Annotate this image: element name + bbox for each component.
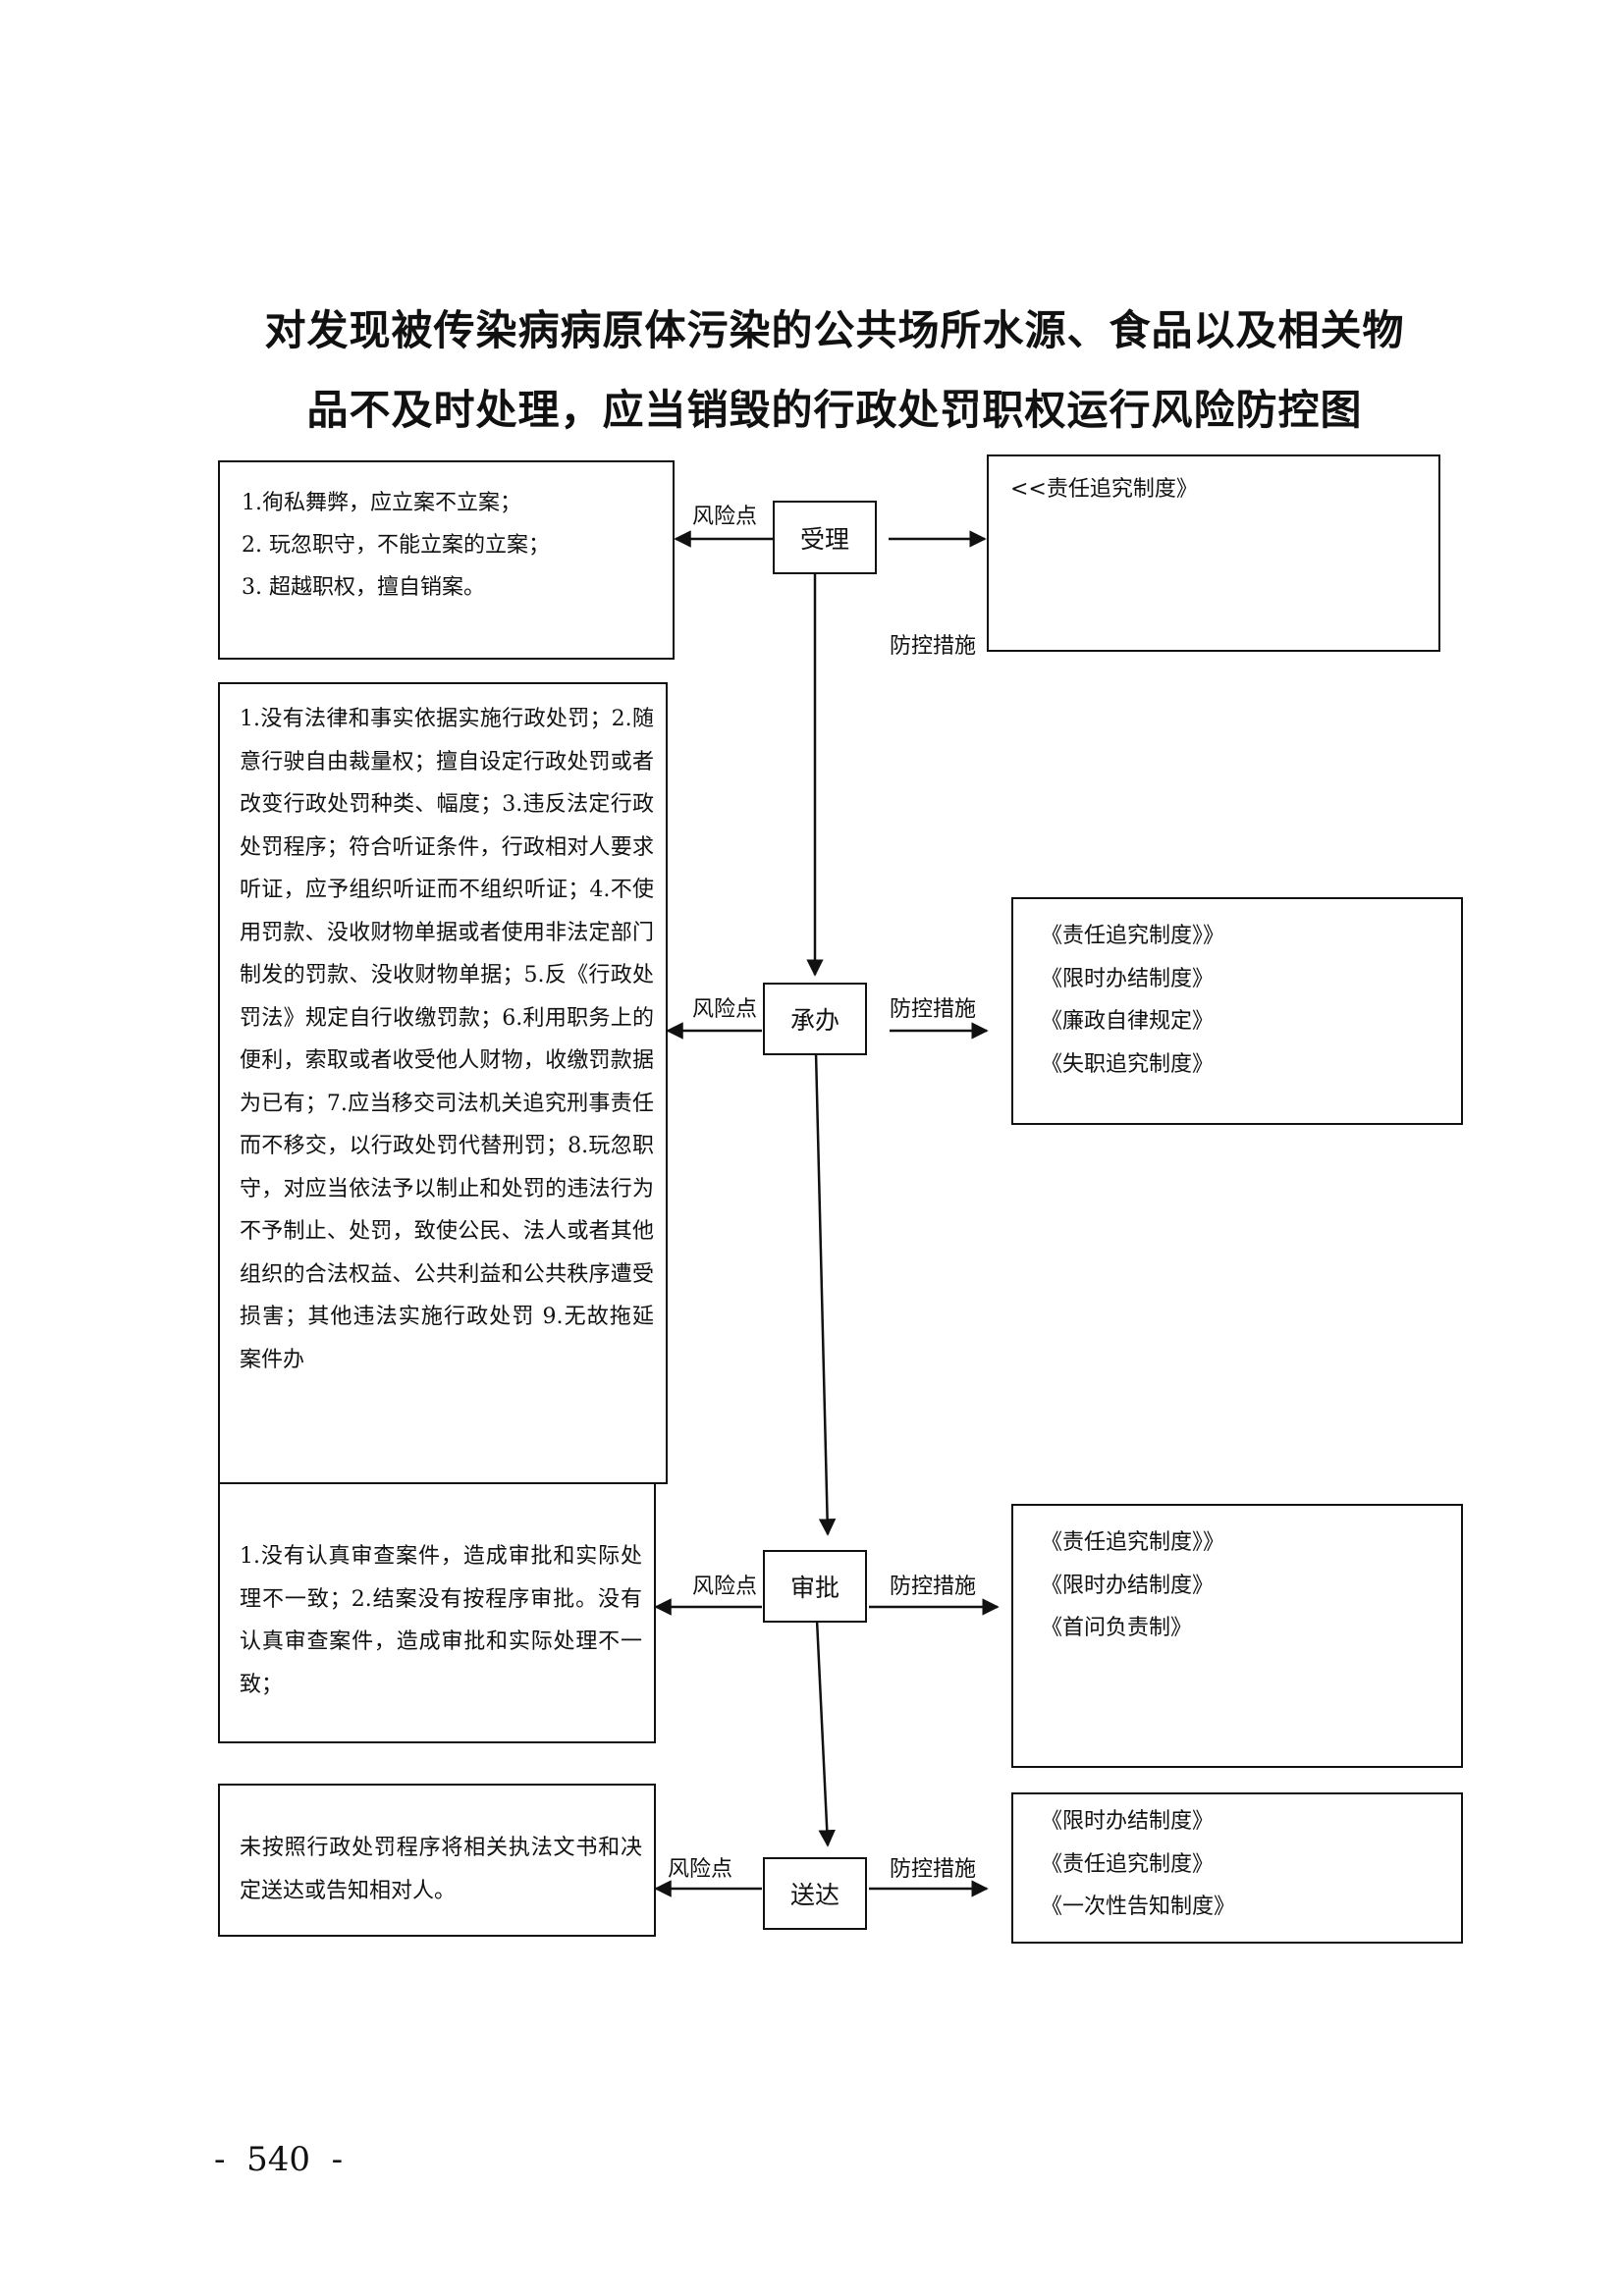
flow-arrow-3 [814,1598,836,1847]
risk-1-item-3: 3. 超越职权，擅自销案。 [242,575,485,600]
risk-point-label-3: 风险点 [692,1575,758,1599]
control-measure-label-1: 防控措施 [890,634,977,659]
risk-1-item-1: 1.徇私舞弊，应立案不立案； [242,491,521,515]
step-handling: 承办 [763,983,867,1055]
flow-arrow-2 [814,1051,837,1536]
risk-1-item-2: 2. 玩忽职守，不能立案的立案； [242,533,550,558]
risk-box-3: 1.没有认真审查案件，造成审批和实际处理不一致；2.结案没有按程序审批。没有认真… [218,1482,656,1743]
risk-point-label-4: 风险点 [668,1857,733,1882]
measure-3-item-1: 《责任追究制度》》 [1041,1530,1225,1555]
risk-box-4: 未按照行政处罚程序将相关执法文书和决定送达或告知相对人。 [218,1784,656,1937]
measure-2-item-1: 《责任追究制度》》 [1041,924,1225,948]
risk-point-label-2: 风险点 [692,997,758,1022]
measure-3-item-3: 《首问负责制》 [1041,1616,1193,1640]
diagram-title-line-1: 对发现被传染病病原体污染的公共场所水源、食品以及相关物 [264,306,1405,354]
control-measure-label-3: 防控措施 [890,1575,977,1599]
measure-box-2: 《责任追究制度》》 《限时办结制度》 《廉政自律规定》 《失职追究制度》 [1011,897,1463,1125]
measure-box-1: <<责任追究制度》 [987,454,1440,652]
risk-2-text: 1.没有法律和事实依据实施行政处罚；2.随意行驶自由裁量权；擅自设定行政处罚或者… [240,707,654,1372]
step-acceptance: 受理 [773,501,877,574]
measure-4-item-2: 《责任追究制度》 [1041,1851,1215,1877]
measure-4-item-3: 《一次性告知制度》 [1041,1895,1236,1919]
control-measure-label-4: 防控措施 [890,1857,977,1882]
step-delivery: 送达 [763,1857,867,1930]
step-approval: 审批 [763,1550,867,1623]
risk-point-label-1: 风险点 [692,505,758,529]
risk-3-text: 1.没有认真审查案件，造成审批和实际处理不一致；2.结案没有按程序审批。没有认真… [240,1544,642,1697]
measure-box-4: 《限时办结制度》 《责任追究制度》 《一次性告知制度》 [1011,1792,1463,1944]
control-measure-label-2: 防控措施 [890,997,977,1022]
measure-2-item-3: 《廉政自律规定》 [1041,1009,1215,1034]
measure-4-item-1: 《限时办结制度》 [1041,1809,1215,1834]
risk-box-2: 1.没有法律和事实依据实施行政处罚；2.随意行驶自由裁量权；擅自设定行政处罚或者… [218,682,668,1484]
measure-3-item-2: 《限时办结制度》 [1041,1573,1215,1598]
measure-2-item-2: 《限时办结制度》 [1041,966,1215,991]
measure-1-item-1: <<责任追究制度》 [1010,477,1198,502]
page-number: - 540 - [214,2140,344,2179]
measure-box-3: 《责任追究制度》》 《限时办结制度》 《首问负责制》 [1011,1504,1463,1768]
risk-box-1: 1.徇私舞弊，应立案不立案； 2. 玩忽职守，不能立案的立案； 3. 超越职权，… [218,460,675,660]
risk-4-text: 未按照行政处罚程序将相关执法文书和决定送达或告知相对人。 [240,1836,642,1903]
measure-2-item-4: 《失职追究制度》 [1041,1051,1215,1077]
diagram-title-line-2: 品不及时处理，应当销毁的行政处罚职权运行风险防控图 [306,386,1363,434]
